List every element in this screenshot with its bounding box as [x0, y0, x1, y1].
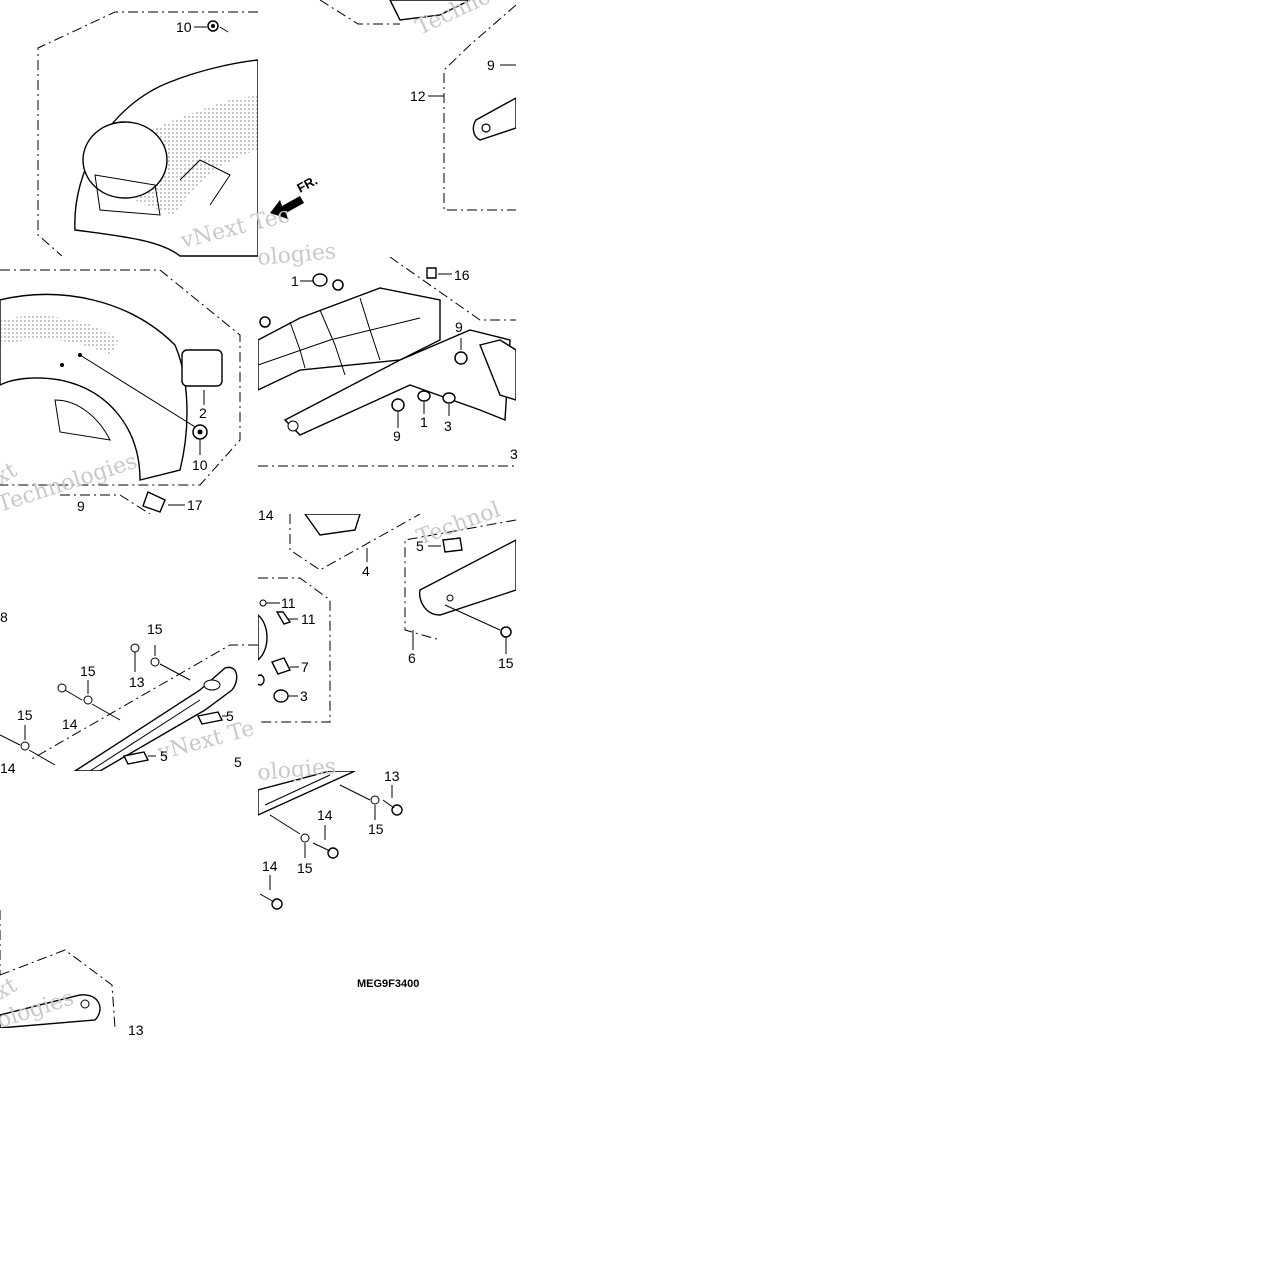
callout: 15 — [147, 621, 163, 637]
callout: 15 — [368, 821, 384, 837]
callout: 11 — [281, 595, 296, 611]
callout: 13 — [384, 768, 400, 784]
callout: 12 — [410, 88, 426, 104]
callout: 7 — [301, 659, 309, 675]
callout: 16 — [454, 267, 470, 283]
callout: 3 — [300, 688, 308, 704]
callout: 15 — [297, 860, 313, 876]
callout: 13 — [129, 674, 145, 690]
callout: 5 — [416, 538, 424, 554]
callout: 3 — [510, 446, 518, 462]
callout: 17 — [187, 497, 203, 513]
callout: 9 — [77, 498, 85, 514]
callout: 5 — [160, 748, 168, 764]
callout: 9 — [393, 428, 401, 444]
callout: 2 — [199, 405, 207, 421]
callout: 15 — [498, 655, 514, 671]
callout: 6 — [408, 650, 416, 666]
callout: 1 — [420, 414, 428, 430]
fender-side-panel — [0, 269, 241, 514]
rear-fender-panel — [37, 11, 258, 257]
front-arrow-icon — [270, 196, 304, 219]
watermark-text: ologies — [256, 239, 337, 271]
callout: 5 — [234, 754, 242, 770]
callout: 10 — [176, 19, 192, 35]
side-rail-panel — [0, 643, 258, 771]
bolt-icon — [259, 785, 403, 910]
callout: 5 — [226, 708, 234, 724]
callout: 3 — [444, 418, 452, 434]
callout: 9 — [455, 319, 463, 335]
lower-fasteners-panel — [258, 771, 403, 910]
bolt-icon — [0, 643, 140, 746]
direction-label: FR. — [294, 173, 320, 196]
drawing-code: MEG9F3400 — [357, 978, 419, 990]
watermark-text: xt — [0, 973, 22, 1005]
callout: 15 — [80, 663, 96, 679]
lower-rail-panel — [0, 910, 116, 1028]
garnish-panel — [258, 514, 516, 723]
callout: 14 — [317, 807, 333, 823]
callout: 14 — [0, 760, 16, 776]
callout: 15 — [17, 707, 33, 723]
callout: 14 — [62, 716, 78, 732]
frame-assembly-panel — [258, 257, 516, 467]
callouts: 10 9 12 1 16 9 9 1 3 3 2 10 9 17 14 4 5 … — [0, 19, 518, 1038]
callout: 9 — [487, 57, 495, 73]
bracket-panel — [270, 0, 516, 219]
callout: 14 — [262, 858, 278, 874]
callout: 13 — [128, 1022, 144, 1038]
callout: 10 — [192, 457, 208, 473]
callout: 11 — [301, 611, 316, 627]
callout: 14 — [258, 507, 274, 523]
callout: 1 — [291, 273, 299, 289]
callout: 4 — [362, 563, 370, 579]
watermark-text: Technologies — [0, 449, 140, 518]
callout: 8 — [0, 609, 8, 625]
